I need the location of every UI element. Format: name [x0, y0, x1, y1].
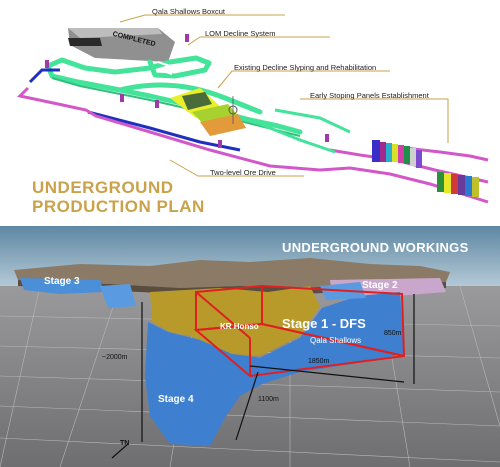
title-line-1: UNDERGROUND	[32, 178, 174, 197]
callout-ore-drive: Two-level Ore Drive	[210, 168, 276, 177]
ore-drive-blue-upper	[28, 68, 60, 84]
stoping-panel	[458, 175, 465, 195]
boxcut-pad	[68, 38, 102, 46]
vent-marker	[325, 134, 329, 142]
gold-orebody	[150, 286, 320, 356]
slyping-panel-dark	[182, 92, 212, 110]
stage2-label: Stage 2	[362, 280, 398, 291]
slyping-panel-orange	[200, 114, 246, 136]
dim-total-depth-label: ~2000m	[102, 354, 128, 361]
stoping-panel	[451, 174, 458, 194]
ore-drive-pink-main	[16, 86, 489, 204]
dim-line-width	[249, 365, 405, 383]
leader-decline	[187, 36, 330, 46]
kr-honso-label: KR Honso	[220, 322, 259, 331]
qala-shallows-label: Qala Shallows	[310, 336, 362, 345]
decline-switchback	[157, 61, 173, 75]
dim-depth-label: 850m	[384, 330, 402, 337]
production-plan-panel: COMPLETED Qala Shallows Boxcut LOM Decli…	[0, 0, 500, 222]
leader-boxcut	[119, 14, 285, 23]
callout-decline: LOM Decline System	[205, 29, 276, 38]
decline-east-branch	[254, 120, 336, 154]
stoping-panel	[404, 146, 410, 164]
underground-workings-scene	[0, 226, 500, 467]
ore-drive-pink-spur	[404, 146, 489, 162]
title-line-2: PRODUCTION PLAN	[32, 197, 205, 216]
dim-width-label: 1850m	[308, 358, 330, 365]
production-plan-diagram	[16, 14, 489, 204]
stoping-panel	[398, 145, 404, 163]
vent-marker	[185, 34, 189, 42]
decline-lower-edge	[51, 77, 301, 137]
vent-marker	[218, 140, 222, 148]
vent-marker	[45, 60, 49, 68]
underground-workings-panel: UNDERGROUND WORKINGS Stage 3 Stage 2 Sta…	[0, 226, 500, 467]
leader-ore-drive	[169, 159, 304, 177]
callout-slyping: Existing Decline Slyping and Rehabilitat…	[234, 63, 377, 72]
stoping-panel	[465, 176, 472, 196]
stoping-panel	[410, 148, 416, 166]
floor-grid	[0, 285, 500, 467]
stoping-panel	[437, 172, 444, 192]
workings-title: UNDERGROUND WORKINGS	[282, 240, 469, 255]
vent-marker	[155, 100, 159, 108]
north-label: TN	[120, 440, 130, 447]
dim-length-label: 1100m	[258, 396, 279, 403]
stage3-label: Stage 3	[44, 276, 80, 287]
dfs-box	[193, 284, 406, 378]
decline-east-upper	[274, 108, 351, 134]
stoping-panel	[386, 143, 392, 162]
vent-marker	[120, 94, 124, 102]
north-arrow	[111, 443, 129, 459]
slyping-panel-green	[192, 104, 238, 126]
stoping-panel	[392, 144, 398, 162]
stoping-panel	[416, 150, 422, 168]
stoping-panel	[444, 173, 451, 193]
leader-slyping	[217, 70, 390, 89]
callout-boxcut: Qala Shallows Boxcut	[152, 7, 225, 16]
stage3-orebody	[20, 278, 104, 294]
leader-stoping	[300, 98, 449, 143]
stage4-label: Stage 4	[158, 394, 194, 405]
decline-upper-arc	[117, 82, 263, 115]
stoping-panel	[372, 140, 380, 162]
stoping-panel	[472, 177, 479, 197]
stage1-label: Stage 1 - DFS	[282, 316, 366, 331]
boxcut-top-face	[68, 28, 162, 38]
dim-line-length	[235, 371, 259, 441]
stoping-panel	[380, 142, 386, 162]
callout-stoping: Early Stoping Panels Establishment	[310, 91, 429, 100]
blue-fragment	[100, 284, 136, 308]
